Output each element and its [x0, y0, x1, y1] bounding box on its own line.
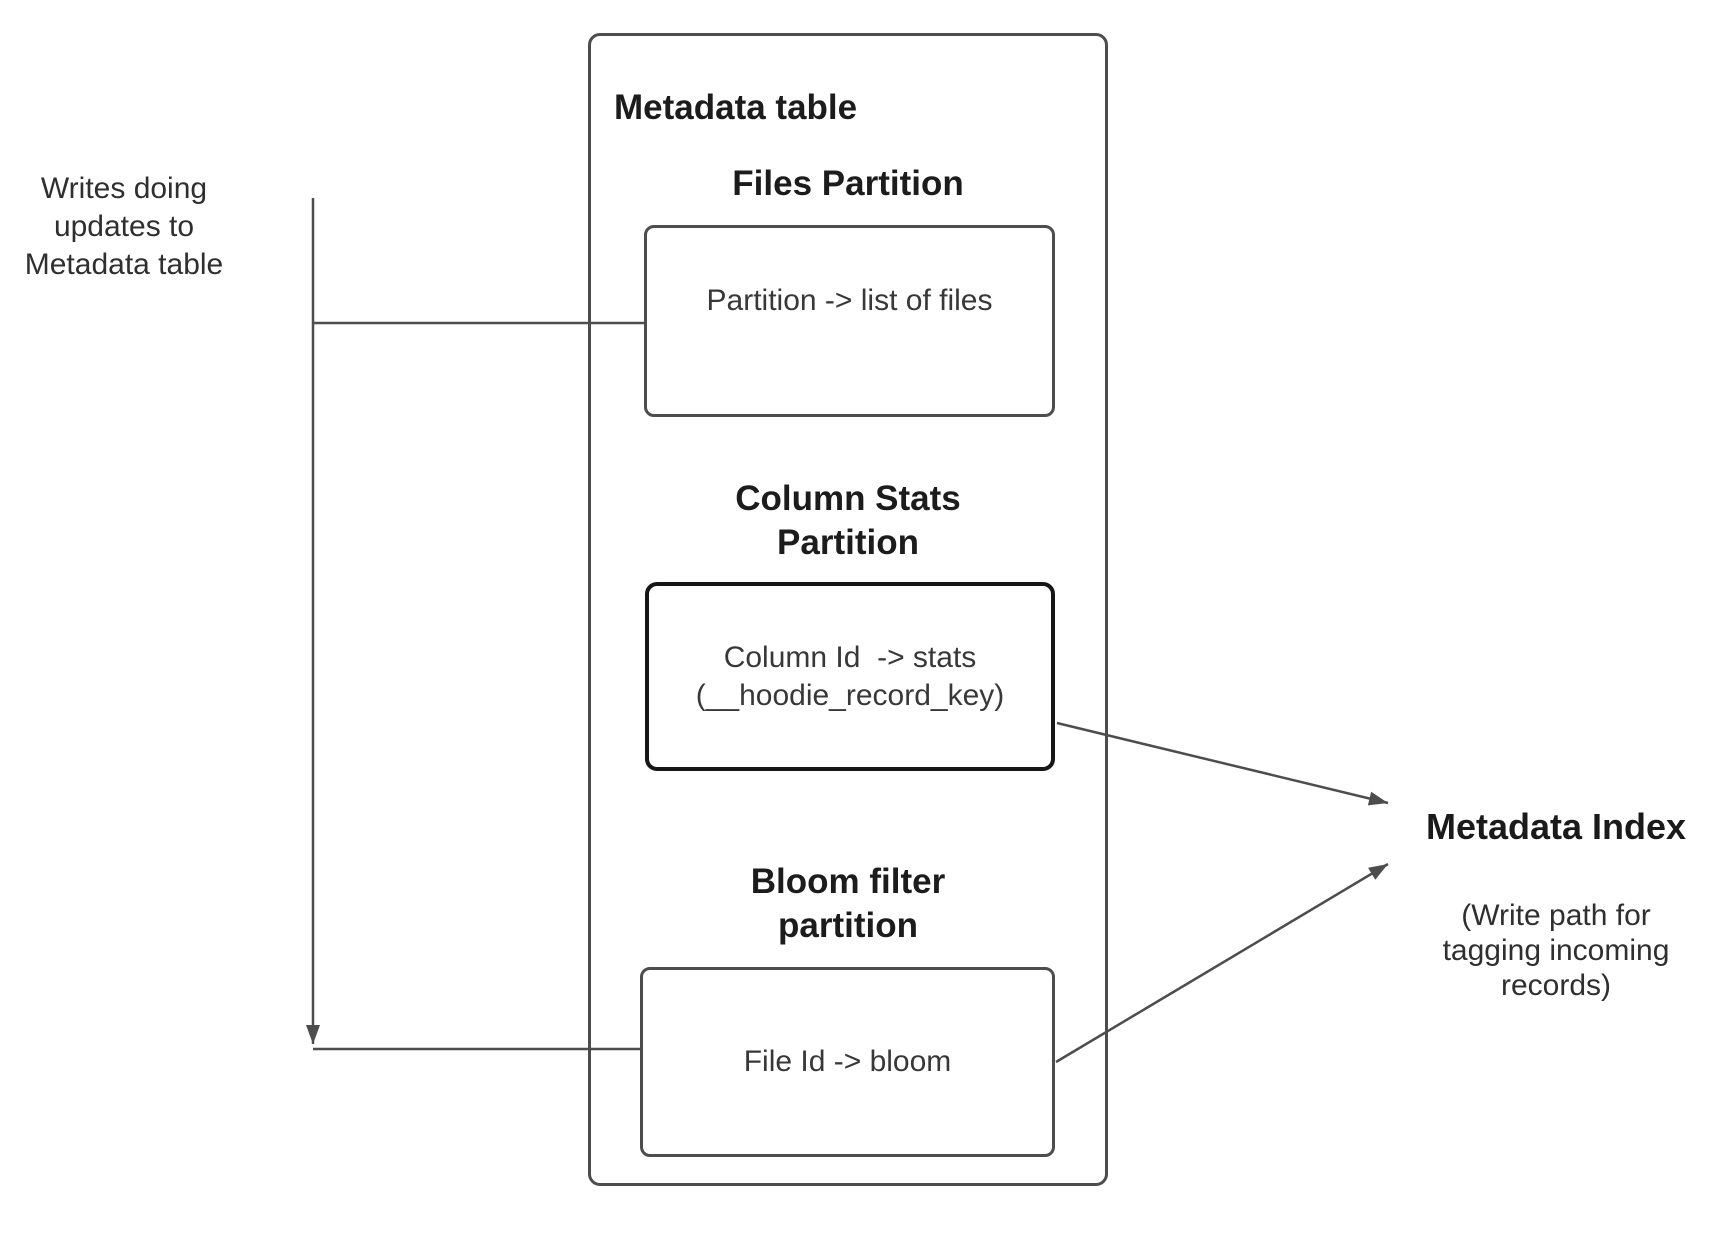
column-stats-body-line: Column Id -> stats	[723, 640, 977, 674]
files-partition-box: Partition -> list of files	[644, 225, 1055, 417]
writes-note-line: Writes doing	[40, 172, 208, 205]
column-stats-box: Column Id -> stats (__hoodie_record_key)	[645, 582, 1055, 771]
bloom-filter-heading-line: Bloom filter	[750, 862, 946, 901]
bloom-filter-box: File Id -> bloom	[640, 967, 1055, 1157]
metadata-table-container	[588, 33, 1108, 1186]
metadata-index-note-line: tagging incoming	[1442, 934, 1670, 967]
column-stats-heading-line: Column Stats	[735, 479, 961, 518]
writes-note-line: Metadata table	[24, 248, 224, 281]
column-stats-body-line: (__hoodie_record_key)	[695, 678, 1005, 712]
files-partition-heading: Files Partition	[732, 164, 964, 203]
metadata-index-title: Metadata Index	[1425, 806, 1687, 847]
column-stats-heading-line: Partition	[777, 523, 919, 562]
metadata-index-note: (Write path for tagging incoming records…	[1376, 898, 1718, 1003]
bloom-filter-heading-line: partition	[778, 906, 918, 945]
writes-note-line: updates to	[53, 210, 195, 243]
metadata-index-note-line: records)	[1500, 969, 1612, 1002]
metadata-index-note-line: (Write path for	[1461, 899, 1651, 932]
bloom-filter-body: File Id -> bloom	[743, 1045, 952, 1078]
bloom-filter-heading: Bloom filter partition	[648, 860, 1048, 948]
metadata-table-title: Metadata table	[614, 88, 858, 127]
writes-note: Writes doing updates to Metadata table	[14, 170, 234, 284]
files-partition-body: Partition -> list of files	[706, 284, 993, 317]
column-stats-heading: Column Stats Partition	[648, 477, 1048, 565]
